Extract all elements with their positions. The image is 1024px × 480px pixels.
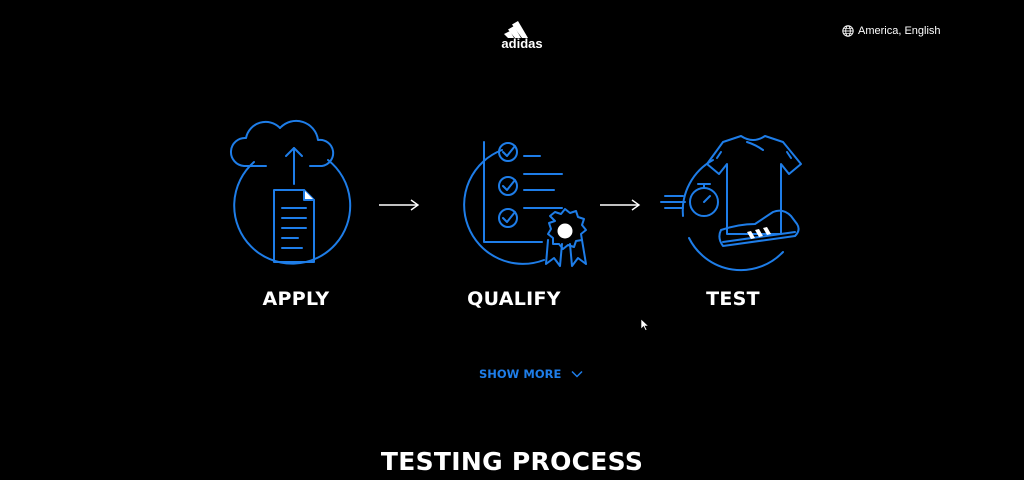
adidas-logo[interactable]: adidas xyxy=(496,14,548,51)
section-title: TESTING PROCESS xyxy=(380,447,644,476)
checklist-award-icon xyxy=(463,141,587,267)
shirt-shoe-stopwatch-icon xyxy=(660,135,802,272)
show-more-button[interactable]: SHOW MORE xyxy=(479,367,583,381)
step-label-apply: APPLY xyxy=(262,288,330,310)
step-label-qualify: QUALIFY xyxy=(467,288,561,310)
mouse-cursor-icon xyxy=(641,319,649,331)
step-label-test: TEST xyxy=(706,288,760,310)
cloud-upload-document-icon xyxy=(229,119,352,265)
show-more-label: SHOW MORE xyxy=(479,367,562,381)
logo-wordmark: adidas xyxy=(501,36,542,50)
step-qualify: QUALIFY xyxy=(424,112,604,310)
arrow-right-icon xyxy=(379,199,420,211)
locale-label: America, English xyxy=(858,25,941,37)
step-test: TEST xyxy=(643,112,823,310)
locale-selector[interactable]: America, English xyxy=(842,23,941,39)
adidas-three-stripes-icon: adidas xyxy=(501,21,543,51)
step-apply: APPLY xyxy=(206,112,386,310)
arrow-right-icon xyxy=(600,199,641,211)
chevron-down-icon xyxy=(571,370,583,378)
globe-icon xyxy=(842,25,854,37)
